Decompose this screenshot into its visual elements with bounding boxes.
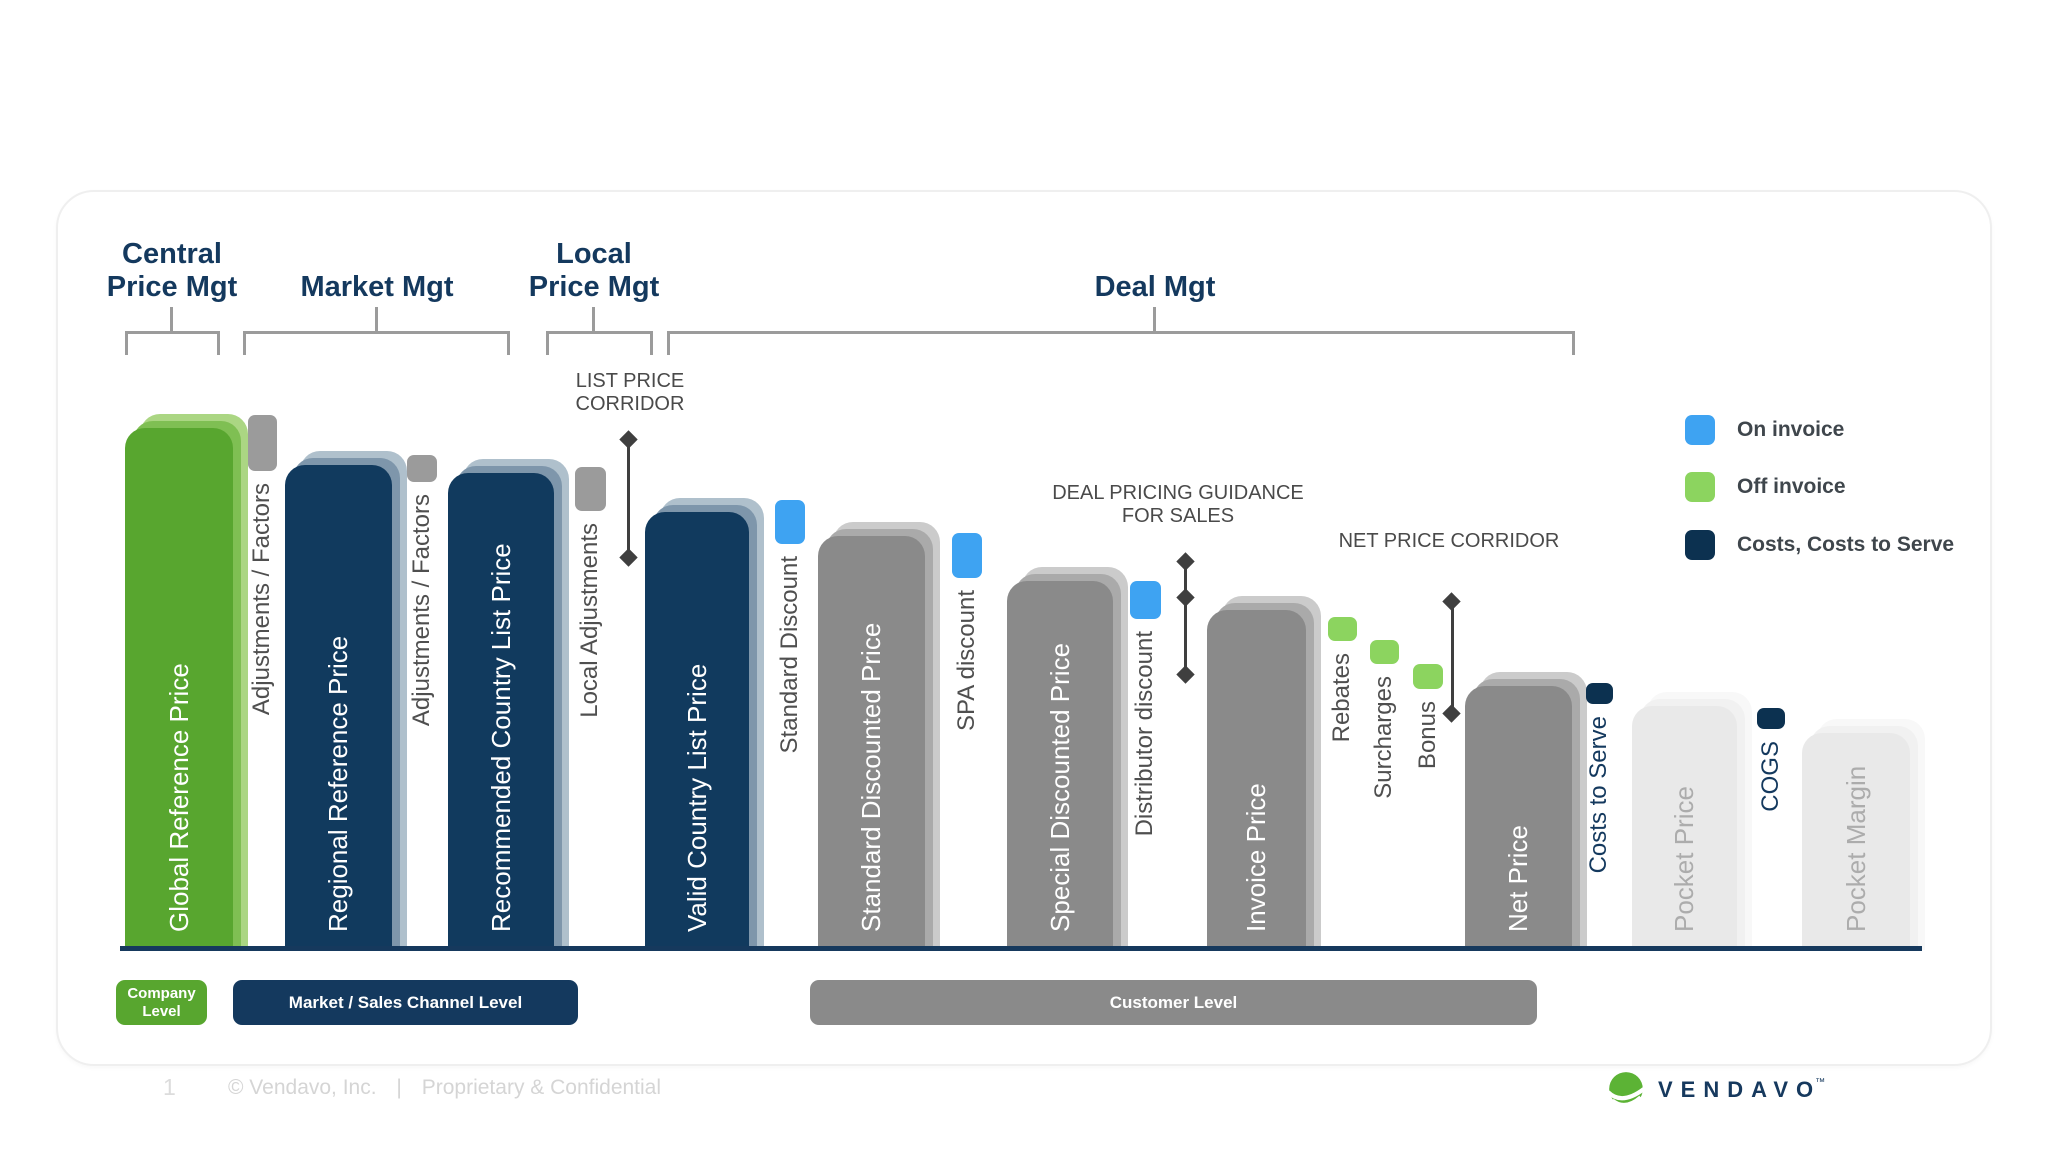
marker-adjustments-factors-1 — [248, 415, 277, 471]
header-local-price-mgt: Local Price Mgt — [444, 232, 744, 304]
marker-surcharges — [1370, 640, 1399, 664]
header-line: Central — [122, 238, 222, 270]
bar-label: Pocket Price — [1669, 786, 1699, 932]
annotation-line: CORRIDOR — [575, 393, 685, 415]
marker-rebates — [1328, 617, 1357, 641]
annotation-line: LIST PRICE — [575, 370, 685, 392]
level-pill-company: Company Level — [116, 980, 207, 1025]
bracket-local — [546, 331, 653, 355]
level-label: Customer Level — [1109, 992, 1238, 1012]
bar-face — [1632, 706, 1737, 950]
marker-label: Costs to Serve — [1585, 716, 1612, 874]
legend-swatch-navy — [1685, 530, 1715, 560]
bar-face — [645, 512, 749, 950]
legend-swatch-blue — [1685, 415, 1715, 445]
vendavo-logo-icon — [1606, 1072, 1646, 1108]
header-line: Local — [556, 238, 632, 270]
bar-label: Recommended Country List Price — [486, 543, 516, 932]
header-line: Deal Mgt — [1094, 271, 1216, 303]
marker-label: Rebates — [1328, 653, 1355, 743]
legend-item-on-invoice: On invoice — [1685, 415, 1844, 445]
marker-label: Bonus — [1414, 701, 1441, 770]
bar-label: Net Price — [1503, 825, 1533, 932]
marker-spa-discount — [952, 533, 982, 578]
header-deal-mgt: Deal Mgt — [1005, 232, 1305, 304]
list-price-corridor-line — [627, 440, 630, 560]
marker-label: Standard Discount — [776, 556, 803, 754]
footer-text: © Vendavo, Inc. | Proprietary & Confiden… — [228, 1076, 675, 1100]
marker-distributor-discount — [1130, 581, 1161, 619]
bracket-deal — [667, 331, 1575, 355]
bar-face — [125, 428, 233, 950]
legend-label: Costs, Costs to Serve — [1737, 533, 1955, 556]
bar-face — [818, 536, 925, 950]
bar-face — [1802, 733, 1910, 950]
level-pill-market-sales-channel: Market / Sales Channel Level — [233, 980, 578, 1025]
bar-label: Invoice Price — [1241, 783, 1271, 932]
marker-label: Local Adjustments — [576, 523, 603, 718]
legend-item-off-invoice: Off invoice — [1685, 472, 1846, 502]
marker-cogs — [1757, 708, 1785, 729]
bar-label: Pocket Margin — [1841, 765, 1871, 932]
bar-face — [285, 465, 392, 950]
header-central-price-mgt: Central Price Mgt — [22, 232, 322, 304]
bar-face — [1207, 610, 1306, 950]
legend-label: On invoice — [1737, 418, 1845, 441]
bracket-stem-market — [375, 307, 378, 333]
vendavo-logo: VENDAVO™ — [1606, 1070, 1825, 1110]
bar-label: Special Discounted Price — [1045, 642, 1075, 932]
level-label: Market / Sales Channel Level — [288, 992, 523, 1012]
marker-label: Distributor discount — [1131, 631, 1158, 837]
trademark-symbol: ™ — [1815, 1077, 1826, 1088]
marker-label: Adjustments / Factors — [248, 483, 275, 716]
bracket-stem-central — [170, 307, 173, 333]
deal-pricing-guidance-line — [1184, 562, 1187, 678]
marker-label: Adjustments / Factors — [408, 494, 435, 727]
page-number: 1 — [163, 1074, 176, 1100]
marker-label: Surcharges — [1370, 676, 1397, 799]
marker-label: COGS — [1757, 741, 1784, 812]
annotation-line: DEAL PRICING GUIDANCE — [1052, 482, 1304, 504]
list-price-corridor-label: LIST PRICE CORRIDOR — [480, 370, 780, 416]
deal-pricing-guidance-label: DEAL PRICING GUIDANCE FOR SALES — [1028, 482, 1328, 528]
footer-confidential: Proprietary & Confidential — [421, 1076, 662, 1099]
marker-costs-to-serve — [1586, 683, 1613, 704]
marker-bonus — [1413, 664, 1443, 689]
net-price-corridor-label: NET PRICE CORRIDOR — [1299, 530, 1599, 553]
bar-label: Standard Discounted Price — [856, 622, 886, 932]
bracket-stem-local — [592, 307, 595, 333]
bar-face — [448, 473, 554, 950]
level-pill-customer: Customer Level — [810, 980, 1537, 1025]
bar-label: Global Reference Price — [164, 663, 194, 932]
marker-local-adjustments — [575, 467, 606, 511]
marker-adjustments-factors-2 — [407, 455, 437, 482]
annotation-line: NET PRICE CORRIDOR — [1338, 530, 1560, 552]
vendavo-wordmark: VENDAVO — [1658, 1077, 1822, 1102]
net-price-corridor-line — [1451, 602, 1454, 720]
footer-copyright: © Vendavo, Inc. — [228, 1076, 377, 1099]
bar-label: Valid Country List Price — [682, 663, 712, 932]
marker-label: SPA discount — [953, 590, 980, 731]
legend-label: Off invoice — [1737, 475, 1846, 498]
bar-face — [1007, 581, 1113, 950]
bracket-central — [125, 331, 220, 355]
footer-separator: | — [396, 1076, 402, 1099]
bar-label: Regional Reference Price — [323, 635, 353, 932]
header-line: Price Mgt — [106, 271, 238, 303]
bar-face — [1465, 686, 1572, 950]
header-market-mgt: Market Mgt — [227, 232, 527, 304]
legend-item-costs: Costs, Costs to Serve — [1685, 530, 1954, 560]
annotation-line: FOR SALES — [1121, 505, 1235, 527]
marker-standard-discount — [775, 500, 805, 544]
legend-swatch-green — [1685, 472, 1715, 502]
header-line: Price Mgt — [528, 271, 660, 303]
bracket-market — [243, 331, 510, 355]
baseline — [120, 946, 1922, 951]
bracket-stem-deal — [1153, 307, 1156, 333]
header-line: Market Mgt — [300, 271, 454, 303]
level-label: Company Level — [127, 984, 196, 1020]
